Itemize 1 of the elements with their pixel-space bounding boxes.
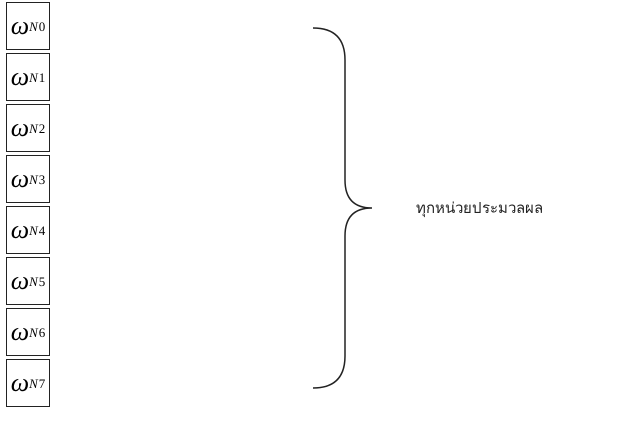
brace-label: ทุกหน่วยประมวลผล xyxy=(416,198,543,220)
